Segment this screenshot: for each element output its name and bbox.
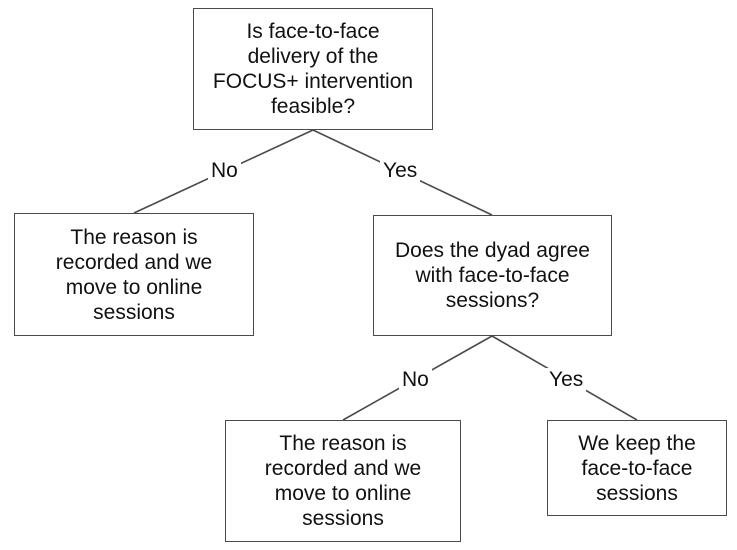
outcome-move-online-1: The reason is recorded and we move to on… [14, 213, 254, 336]
question-face-to-face-feasible: Is face-to-face delivery of the FOCUS+ i… [193, 8, 433, 130]
outcome-keep-face-to-face: We keep the face-to-face sessions [547, 420, 727, 516]
question-dyad-agree: Does the dyad agree with face-to-face se… [373, 215, 612, 336]
edge-label-no-dyad: No [399, 368, 432, 392]
outcome-move-online-2: The reason is recorded and we move to on… [225, 420, 461, 542]
edge-label-yes-root: Yes [380, 159, 421, 183]
edge-label-yes-dyad: Yes [546, 368, 587, 392]
edge-label-no-root: No [208, 159, 241, 183]
